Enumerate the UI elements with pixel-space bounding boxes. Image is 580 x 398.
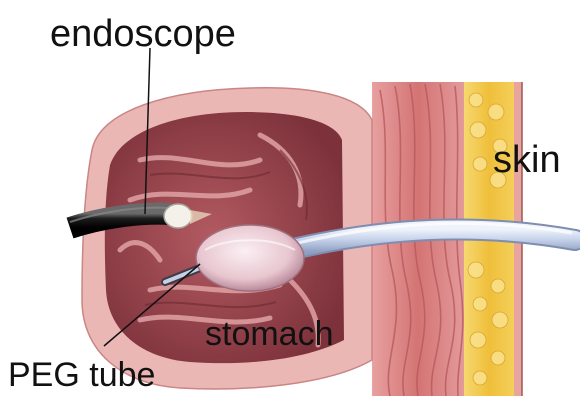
- endoscope-tip: [164, 204, 192, 228]
- endoscope-label: endoscope: [50, 13, 236, 55]
- internal-bumper: [196, 225, 304, 291]
- stomach-label: stomach: [205, 315, 334, 353]
- skin-label: skin: [493, 139, 561, 181]
- peg-tube-label: PEG tube: [8, 356, 155, 394]
